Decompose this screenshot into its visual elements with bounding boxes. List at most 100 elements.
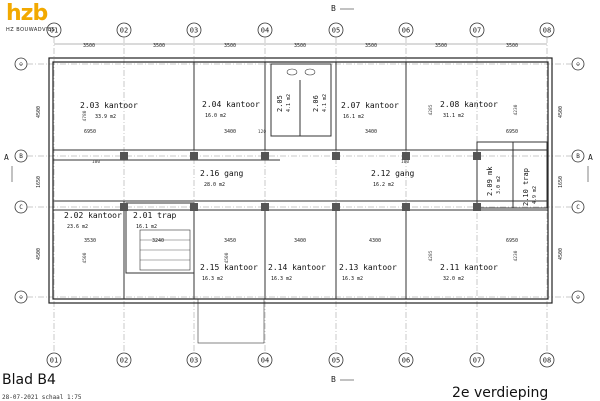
grid-marker: 01 bbox=[46, 22, 62, 38]
interior-walls bbox=[53, 62, 548, 344]
row-marker: B bbox=[14, 149, 28, 163]
row-markers-left: ⊖ B C ⊖ bbox=[14, 57, 28, 304]
grid-markers-top: 01 02 03 04 05 06 07 08 bbox=[46, 22, 555, 38]
grid-marker: 04 bbox=[257, 352, 273, 368]
svg-text:03: 03 bbox=[190, 27, 198, 35]
svg-text:3500: 3500 bbox=[294, 43, 306, 49]
svg-text:3400: 3400 bbox=[224, 129, 236, 135]
row-markers-right: ⊖ B C ⊖ bbox=[571, 57, 585, 304]
svg-text:31.1 m2: 31.1 m2 bbox=[443, 113, 464, 119]
svg-text:1650: 1650 bbox=[36, 176, 42, 188]
svg-text:4230: 4230 bbox=[513, 250, 519, 261]
svg-text:3.0 m2: 3.0 m2 bbox=[496, 176, 502, 194]
svg-text:4285: 4285 bbox=[428, 104, 434, 115]
svg-text:3500: 3500 bbox=[365, 43, 377, 49]
toilet-icons bbox=[286, 68, 316, 76]
svg-text:4500: 4500 bbox=[36, 106, 42, 118]
svg-text:06: 06 bbox=[402, 27, 410, 35]
svg-text:08: 08 bbox=[543, 357, 551, 365]
logo-subtitle: HZ BOUWADVIES bbox=[6, 27, 56, 33]
logo-mark: hzb bbox=[6, 1, 48, 26]
dimension-right: 4500 1650 4500 bbox=[558, 106, 564, 260]
grid-marker: 04 bbox=[257, 22, 273, 38]
svg-text:32.0 m2: 32.0 m2 bbox=[443, 276, 464, 282]
svg-text:05: 05 bbox=[332, 27, 340, 35]
section-a-left: A bbox=[4, 153, 9, 162]
svg-text:4.1 m2: 4.1 m2 bbox=[322, 94, 328, 112]
svg-text:⊖: ⊖ bbox=[576, 61, 580, 68]
svg-text:2.09 mk: 2.09 mk bbox=[486, 166, 494, 196]
svg-text:1650: 1650 bbox=[558, 176, 564, 188]
room-label: 2.13 kantoor 16.3 m2 bbox=[339, 263, 397, 282]
svg-text:2.14 kantoor: 2.14 kantoor bbox=[268, 263, 326, 272]
room-label: 2.04 kantoor 16.0 m2 bbox=[202, 100, 260, 119]
columns bbox=[120, 152, 481, 211]
svg-text:16.0 m2: 16.0 m2 bbox=[205, 113, 226, 119]
room-label: 2.14 kantoor 16.3 m2 bbox=[268, 263, 326, 282]
grid-marker: 07 bbox=[469, 352, 485, 368]
grid-marker: 01 bbox=[46, 352, 62, 368]
svg-text:33.9 m2: 33.9 m2 bbox=[95, 114, 116, 120]
svg-text:03: 03 bbox=[190, 357, 198, 365]
svg-text:06: 06 bbox=[402, 357, 410, 365]
svg-text:4.9 m2: 4.9 m2 bbox=[532, 186, 538, 204]
svg-text:3500: 3500 bbox=[224, 43, 236, 49]
dimension-top: 3500 3500 3500 3500 3500 3500 3500 bbox=[54, 43, 547, 49]
room-label: 2.08 kantoor 31.1 m2 bbox=[440, 100, 498, 119]
sheet-title: Blad B4 bbox=[2, 372, 56, 388]
svg-text:4500: 4500 bbox=[82, 252, 88, 263]
svg-text:2.13 kantoor: 2.13 kantoor bbox=[339, 263, 397, 272]
svg-text:2.11 kantoor: 2.11 kantoor bbox=[440, 263, 498, 272]
row-marker: B bbox=[571, 149, 585, 163]
section-a-right: A bbox=[588, 153, 593, 162]
svg-text:16.3 m2: 16.3 m2 bbox=[271, 276, 292, 282]
svg-text:⊖: ⊖ bbox=[19, 61, 23, 68]
svg-text:⊖: ⊖ bbox=[576, 294, 580, 301]
svg-text:4500: 4500 bbox=[558, 106, 564, 118]
grid-marker: 02 bbox=[116, 22, 132, 38]
section-markers-b: B B bbox=[331, 4, 354, 384]
svg-text:B: B bbox=[19, 153, 23, 160]
svg-text:2.05: 2.05 bbox=[276, 95, 284, 112]
svg-text:4500: 4500 bbox=[36, 248, 42, 260]
svg-text:3500: 3500 bbox=[83, 43, 95, 49]
svg-text:3500: 3500 bbox=[435, 43, 447, 49]
dimension-left: 4500 1650 4500 bbox=[36, 106, 42, 260]
svg-text:4.1 m2: 4.1 m2 bbox=[286, 94, 292, 112]
grid-marker: 07 bbox=[469, 22, 485, 38]
svg-text:2.02 kantoor: 2.02 kantoor bbox=[64, 211, 122, 220]
svg-text:6950: 6950 bbox=[84, 129, 96, 135]
svg-text:2.16 gang: 2.16 gang bbox=[200, 169, 244, 178]
grid-markers-bottom: 01 02 03 04 05 06 07 08 bbox=[46, 352, 555, 368]
svg-text:2.10 trap: 2.10 trap bbox=[522, 168, 530, 206]
svg-text:3450: 3450 bbox=[224, 238, 236, 244]
svg-text:3500: 3500 bbox=[153, 43, 165, 49]
svg-text:2.01 trap: 2.01 trap bbox=[133, 211, 177, 220]
svg-text:07: 07 bbox=[473, 357, 481, 365]
svg-text:2.08 kantoor: 2.08 kantoor bbox=[440, 100, 498, 109]
svg-text:6950: 6950 bbox=[506, 129, 518, 135]
svg-text:07: 07 bbox=[473, 27, 481, 35]
row-marker: ⊖ bbox=[571, 290, 585, 304]
row-marker: ⊖ bbox=[571, 57, 585, 71]
company-logo: hzb HZ BOUWADVIES bbox=[6, 2, 68, 38]
svg-text:16.3 m2: 16.3 m2 bbox=[342, 276, 363, 282]
svg-text:2.04 kantoor: 2.04 kantoor bbox=[202, 100, 260, 109]
svg-text:⊖: ⊖ bbox=[19, 294, 23, 301]
section-b-top: B bbox=[331, 4, 336, 13]
section-b-bottom: B bbox=[331, 375, 336, 384]
svg-text:2.12 gang: 2.12 gang bbox=[371, 169, 415, 178]
svg-text:2.03 kantoor: 2.03 kantoor bbox=[80, 101, 138, 110]
svg-text:100: 100 bbox=[92, 159, 100, 165]
svg-text:C: C bbox=[576, 204, 580, 211]
svg-text:B: B bbox=[576, 153, 580, 160]
svg-text:4780: 4780 bbox=[82, 110, 88, 121]
floor-title: 2e verdieping bbox=[452, 385, 549, 401]
svg-text:16.1 m2: 16.1 m2 bbox=[136, 224, 157, 230]
svg-text:2.15 kantoor: 2.15 kantoor bbox=[200, 263, 258, 272]
